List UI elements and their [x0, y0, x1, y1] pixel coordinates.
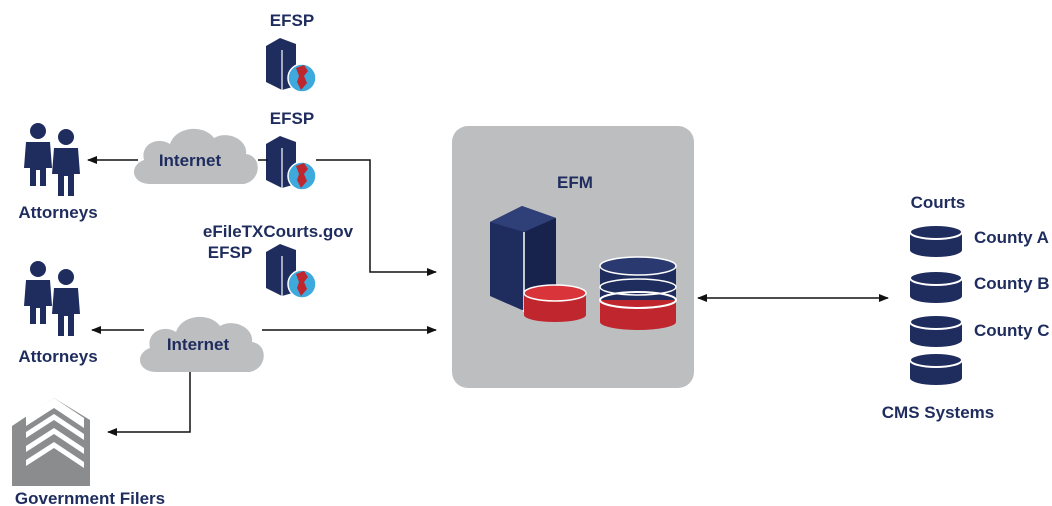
efsp-gov-label-line2: EFSP	[208, 243, 252, 262]
attorneys-bottom-label: Attorneys	[18, 347, 97, 366]
efsp-top-label: EFSP	[270, 11, 314, 30]
county-a-database-icon	[909, 224, 963, 257]
attorneys-bottom-person-icon	[24, 261, 80, 336]
county-a-label: County A	[974, 228, 1049, 247]
courts-heading: Courts	[911, 193, 966, 212]
globe-icon	[287, 63, 317, 93]
arrow-internet-to-government	[107, 372, 191, 436]
cms-systems-label: CMS Systems	[882, 403, 994, 422]
arrow-efsp-to-efm	[316, 159, 437, 276]
county-extra-database-icon	[909, 352, 963, 385]
efsp-gov-label-line1: eFileTXCourts.gov	[203, 222, 354, 241]
internet-bottom-cloud-icon	[139, 316, 264, 372]
efsp-top-server-icon	[266, 38, 317, 93]
county-c-database-icon	[909, 314, 963, 347]
county-c-label: County C	[974, 321, 1050, 340]
efsp-gov-server-icon	[266, 244, 317, 299]
government-building-icon	[12, 398, 90, 486]
internet-top-label: Internet	[159, 151, 222, 170]
globe-icon	[287, 161, 317, 191]
internet-bottom-label: Internet	[167, 335, 230, 354]
government-filers-label: Government Filers	[15, 489, 165, 506]
attorneys-top-label: Attorneys	[18, 203, 97, 222]
globe-icon	[287, 269, 317, 299]
attorneys-top-person-icon	[24, 123, 80, 196]
efm-large-database-icon	[599, 256, 677, 330]
efsp-middle-label: EFSP	[270, 109, 314, 128]
county-b-database-icon	[909, 270, 963, 303]
efsp-middle-server-icon	[266, 136, 317, 191]
efm-label: EFM	[557, 173, 593, 192]
internet-top-cloud-icon	[133, 128, 258, 184]
efm-panel	[452, 126, 694, 388]
county-b-label: County B	[974, 274, 1050, 293]
efm-small-database-icon	[523, 284, 587, 322]
